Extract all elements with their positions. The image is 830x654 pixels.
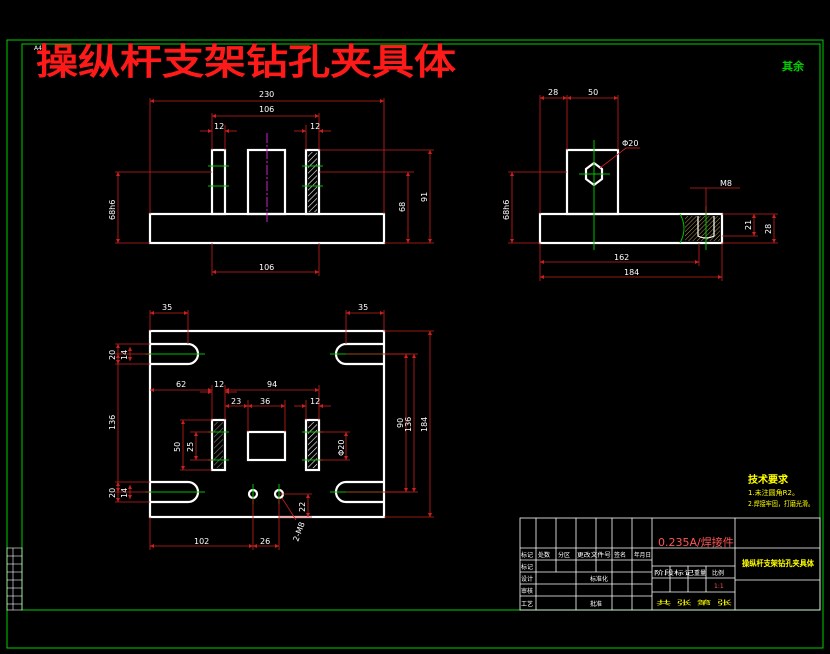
top-hole-note: 2-M8 bbox=[291, 521, 306, 543]
front-dimension-lines bbox=[115, 98, 434, 276]
tech-requirements: 技术要求 1.未注圆角R2。 2.焊接牢固，打磨光滑。 bbox=[748, 473, 814, 508]
tech-requirement-1: 1.未注圆角R2。 bbox=[748, 488, 799, 497]
side-dim-68h6: 68h6 bbox=[502, 200, 511, 220]
col-header-1: 标记 bbox=[521, 551, 533, 559]
top-dim-23: 23 bbox=[231, 397, 241, 406]
tech-requirement-2: 2.焊接牢固，打磨光滑。 bbox=[748, 499, 814, 508]
side-dimension-text: 28 50 Φ20 M8 68h6 21 28 162 184 bbox=[502, 88, 773, 277]
top-dim-25: 25 bbox=[186, 442, 195, 452]
title-block: 0.235A/焊接件 操纵杆支架钻孔夹具体 标记 处数 分区 更改文件号 签名 … bbox=[519, 517, 821, 611]
front-hatch-right bbox=[308, 152, 317, 212]
front-dim-106-bottom: 106 bbox=[259, 263, 274, 272]
front-dimension-text: 230 106 12 12 68h6 68 91 106 bbox=[108, 90, 429, 272]
front-dim-12-right: 12 bbox=[310, 122, 320, 131]
top-dim-12-b: 12 bbox=[310, 397, 320, 406]
top-dim-14-upper: 14 bbox=[120, 350, 129, 360]
top-dim-14-lower: 14 bbox=[120, 488, 129, 498]
top-dim-62: 62 bbox=[176, 380, 186, 389]
front-view-outline bbox=[148, 148, 386, 245]
top-view-outline bbox=[148, 329, 386, 519]
tech-requirements-heading: 技术要求 bbox=[748, 473, 789, 486]
top-dim-136-left: 136 bbox=[108, 415, 117, 430]
top-dim-20-lower: 20 bbox=[108, 488, 117, 498]
side-view: 28 50 Φ20 M8 68h6 21 28 162 184 bbox=[502, 88, 778, 281]
stage-label: 阶段标记 bbox=[654, 569, 694, 577]
scale-value: 1:1 bbox=[714, 583, 724, 590]
top-dim-phi20: Φ20 bbox=[337, 440, 346, 456]
front-dim-91: 91 bbox=[420, 192, 429, 202]
front-dim-106-top: 106 bbox=[259, 105, 274, 114]
row-label-design: 设计 bbox=[521, 575, 533, 583]
top-dim-136-right: 136 bbox=[404, 417, 413, 432]
side-dimension-lines bbox=[508, 95, 778, 281]
top-dim-50: 50 bbox=[173, 442, 182, 452]
top-dimension-text: 35 35 20 14 136 20 14 62 12 94 23 36 12 … bbox=[108, 303, 429, 546]
top-dimension-lines bbox=[115, 310, 434, 550]
side-thread-label: M8 bbox=[720, 179, 732, 188]
top-dim-90: 90 bbox=[396, 418, 405, 428]
side-break-line bbox=[679, 213, 685, 244]
top-dim-184: 184 bbox=[420, 417, 429, 432]
top-dim-35-right: 35 bbox=[358, 303, 368, 312]
top-dim-12-a: 12 bbox=[214, 380, 224, 389]
part-name: 操纵杆支架钻孔夹具体 bbox=[742, 558, 815, 568]
row-label-review: 审核 bbox=[521, 587, 533, 595]
front-dim-68: 68 bbox=[398, 202, 407, 212]
col-header-5: 签名 bbox=[614, 551, 626, 559]
top-dim-22: 22 bbox=[298, 502, 307, 512]
col-header-2: 处数 bbox=[538, 551, 550, 559]
side-dim-162: 162 bbox=[614, 253, 629, 262]
ratio-label: 比例 bbox=[712, 569, 724, 577]
top-dim-26: 26 bbox=[260, 537, 270, 546]
side-dim-28: 28 bbox=[548, 88, 558, 97]
side-hole-label: Φ20 bbox=[622, 139, 638, 148]
row-label-process: 工艺 bbox=[521, 600, 533, 608]
side-dim-21: 21 bbox=[744, 220, 753, 230]
top-view: 35 35 20 14 136 20 14 62 12 94 23 36 12 … bbox=[108, 303, 434, 550]
top-dim-36: 36 bbox=[260, 397, 270, 406]
sheet-count: 共 张 第 张 bbox=[656, 599, 732, 607]
top-dim-35-left: 35 bbox=[162, 303, 172, 312]
side-dim-28-right: 28 bbox=[764, 224, 773, 234]
col-header-4: 更改文件号 bbox=[577, 551, 611, 559]
front-centerlines bbox=[208, 165, 323, 187]
left-strip-table bbox=[6, 547, 23, 611]
roughness-note: 其余 bbox=[782, 59, 805, 73]
sheet-size-label: A4 bbox=[34, 45, 42, 52]
front-dim-12-left: 12 bbox=[214, 122, 224, 131]
col-header-3: 分区 bbox=[558, 551, 570, 559]
side-dim-50: 50 bbox=[588, 88, 598, 97]
side-dim-184: 184 bbox=[624, 268, 639, 277]
top-hatch-left bbox=[214, 422, 223, 468]
top-dim-94: 94 bbox=[267, 380, 277, 389]
drawing-title: 操纵杆支架钻孔夹具体 bbox=[36, 42, 456, 83]
approval-label: 批准 bbox=[590, 600, 602, 608]
material-label: 0.235A/焊接件 bbox=[658, 535, 734, 549]
row-label-mark: 标记 bbox=[521, 563, 533, 571]
top-dim-102: 102 bbox=[194, 537, 209, 546]
top-dim-20-upper: 20 bbox=[108, 350, 117, 360]
top-hatch-right bbox=[308, 422, 317, 468]
front-dim-230: 230 bbox=[259, 90, 274, 99]
drawing-border bbox=[6, 39, 824, 649]
front-dim-68h6: 68h6 bbox=[108, 200, 117, 220]
col-header-6: 年月日 bbox=[634, 551, 651, 559]
front-view: 230 106 12 12 68h6 68 91 106 bbox=[108, 90, 434, 276]
weight-label: 重量 bbox=[694, 569, 706, 577]
standardization-label: 标准化 bbox=[590, 575, 608, 583]
